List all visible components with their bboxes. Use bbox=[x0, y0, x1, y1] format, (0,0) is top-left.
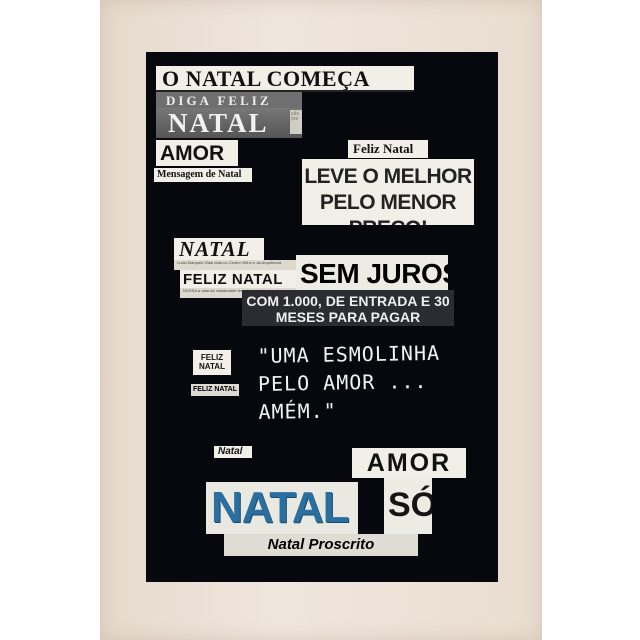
clipping-natal-large: NATAL bbox=[156, 108, 302, 138]
clipping-sem-juros: SEM JUROS! bbox=[296, 255, 448, 295]
clipping-leve-o-melhor: LEVE O MELHOR PELO MENOR PREÇO! bbox=[302, 159, 474, 225]
clipping-small-print-1: Lucia Marques Vidal data no Centro Velho… bbox=[174, 260, 296, 270]
clipping-amor-top: AMOR bbox=[156, 140, 238, 166]
clipping-natal-small: Natal bbox=[214, 446, 252, 458]
clipping-diga-feliz: DIGA FELIZ bbox=[156, 92, 302, 108]
clipping-feliz-natal-serif: Feliz Natal bbox=[348, 140, 428, 158]
clipping-fragment: ção pre bbox=[290, 110, 302, 134]
clipping-feliz-natal-small: FELIZ NATAL bbox=[193, 350, 231, 375]
clipping-natal-proscrito: Natal Proscrito bbox=[224, 534, 418, 556]
clipping-title: O NATAL COMEÇA bbox=[156, 66, 414, 92]
clipping-natal-blue: NATAL bbox=[206, 482, 358, 534]
handwritten-text: "UMA ESMOLINHA PELO AMOR ... AMÉM." bbox=[257, 340, 441, 424]
clipping-so: SÓ bbox=[384, 478, 432, 534]
clipping-feliz-natal-bold: FELIZ NATAL bbox=[180, 270, 296, 288]
clipping-natal-italic: NATAL bbox=[174, 238, 264, 260]
clipping-mensagem-de-natal: Mensagem de Natal bbox=[154, 168, 252, 182]
clipping-amor-bottom: AMOR bbox=[352, 448, 466, 478]
clipping-small-print-2: NOSSA a data da cristandade tem sido viv… bbox=[180, 288, 296, 298]
clipping-entrada: COM 1.000, DE ENTRADA E 30 MESES PARA PA… bbox=[242, 290, 454, 326]
clipping-feliz-natal-tiny: FELIZ NATAL bbox=[191, 384, 239, 396]
